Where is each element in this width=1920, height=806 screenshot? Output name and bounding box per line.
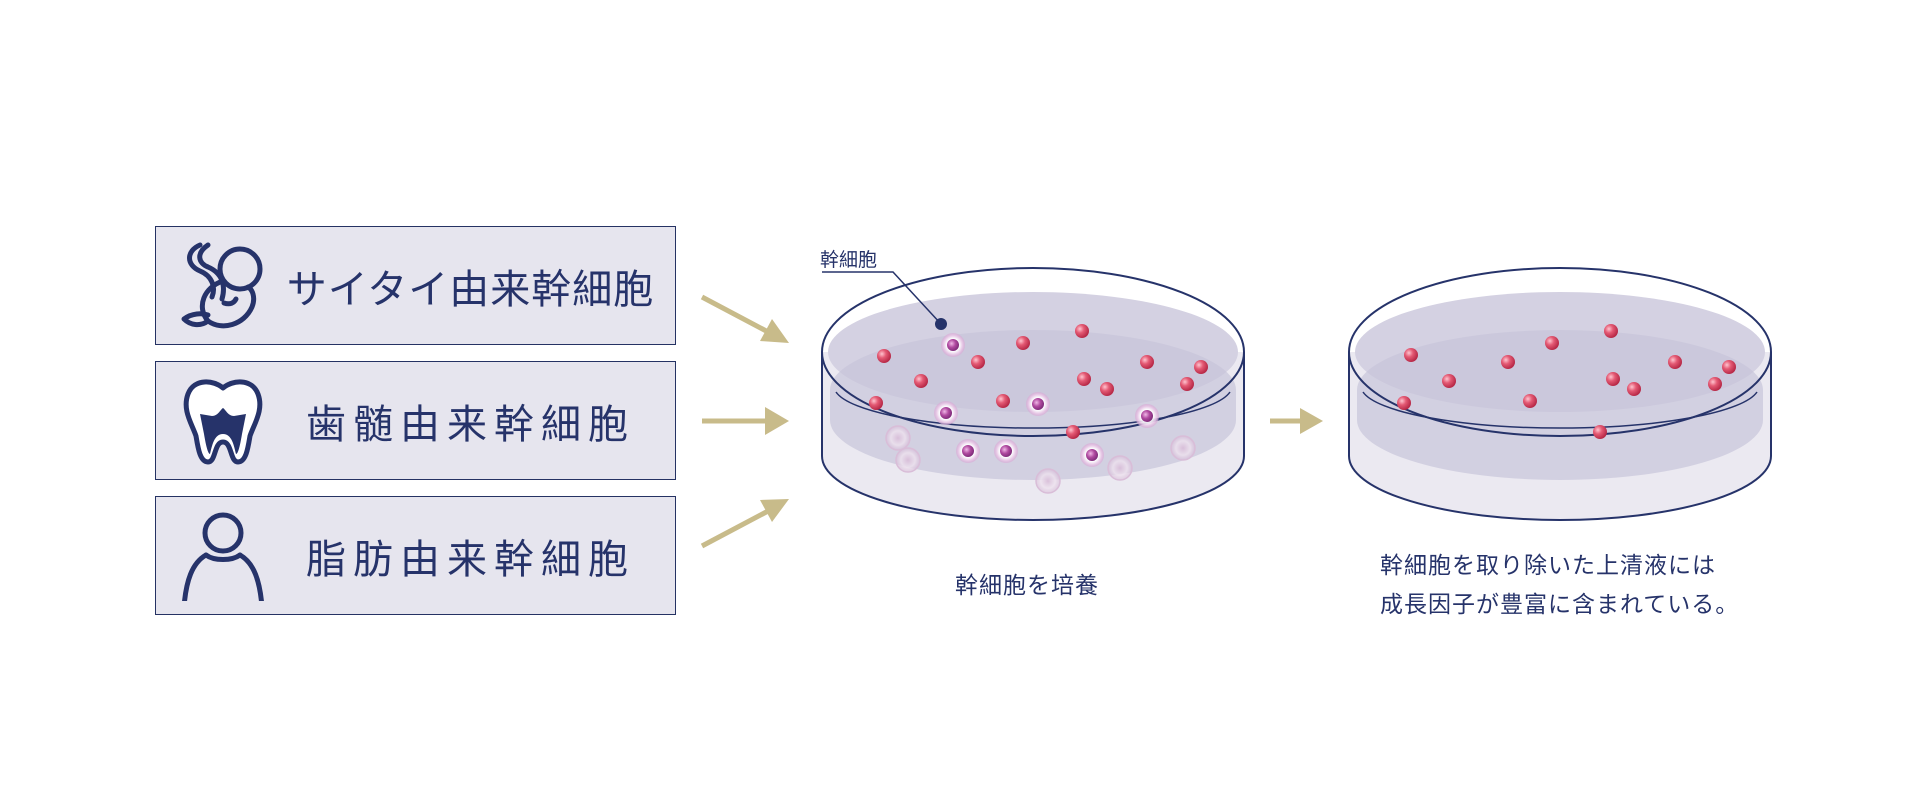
result-dish	[1348, 267, 1772, 521]
stem-cell	[1026, 392, 1050, 416]
red-cell	[877, 349, 891, 363]
person-icon	[182, 512, 264, 601]
red-cell	[1627, 382, 1641, 396]
arrow-from-dental	[702, 407, 789, 435]
result-caption-line-1: 幹細胞を取り除いた上清液には	[1380, 553, 1716, 579]
result-caption-line-2: 成長因子が豊富に含まれている。	[1380, 592, 1740, 618]
stem-cell	[941, 333, 965, 357]
red-cell	[996, 394, 1010, 408]
faded-stem-cells	[885, 425, 1196, 494]
growth-factor-cells	[869, 324, 1208, 439]
stem-cell	[1135, 404, 1159, 428]
source-dental-pulp: 歯髄由来幹細胞	[155, 361, 676, 480]
stem-cell	[956, 439, 980, 463]
red-cell	[1077, 372, 1091, 386]
red-cell	[869, 396, 883, 410]
stem-cell	[994, 439, 1018, 463]
stem-cell-callout-label: 幹細胞	[820, 249, 878, 271]
red-cell	[1722, 360, 1736, 374]
stem-cell	[1080, 443, 1104, 467]
arrow-from-adipose	[700, 499, 789, 549]
red-cell	[1442, 374, 1456, 388]
stem-cells	[934, 333, 1159, 467]
red-cell	[971, 355, 985, 369]
source-adipose: 脂肪由来幹細胞	[155, 496, 676, 615]
red-cell	[1523, 394, 1537, 408]
red-cell	[1545, 336, 1559, 350]
source-label: 歯髄由来幹細胞	[306, 401, 635, 448]
source-umbilical-cord: サイタイ由来幹細胞	[155, 226, 676, 345]
culture-dish	[821, 267, 1245, 521]
stem-cell	[934, 401, 958, 425]
red-cell	[1593, 425, 1607, 439]
red-cell	[1604, 324, 1618, 338]
red-cell	[1397, 396, 1411, 410]
red-cell	[1194, 360, 1208, 374]
arrow-to-result	[1270, 408, 1323, 434]
red-cell	[1016, 336, 1030, 350]
arrow-from-umbilical	[700, 294, 789, 343]
source-label: サイタイ由来幹細胞	[286, 266, 655, 313]
tooth-icon	[183, 379, 263, 465]
red-cell	[1066, 425, 1080, 439]
red-cell	[1075, 324, 1089, 338]
red-cell	[1708, 377, 1722, 391]
red-cell	[1668, 355, 1682, 369]
red-cell	[914, 374, 928, 388]
red-cell	[1180, 377, 1194, 391]
stem-cell-callout	[822, 271, 947, 330]
red-cell	[1501, 355, 1515, 369]
culture-caption: 幹細胞を培養	[955, 573, 1099, 599]
fetus-icon	[181, 242, 263, 329]
red-cell	[1404, 348, 1418, 362]
growth-factors	[1397, 324, 1736, 439]
red-cell	[1140, 355, 1154, 369]
red-cell	[1606, 372, 1620, 386]
red-cell	[1100, 382, 1114, 396]
source-label: 脂肪由来幹細胞	[306, 536, 635, 583]
